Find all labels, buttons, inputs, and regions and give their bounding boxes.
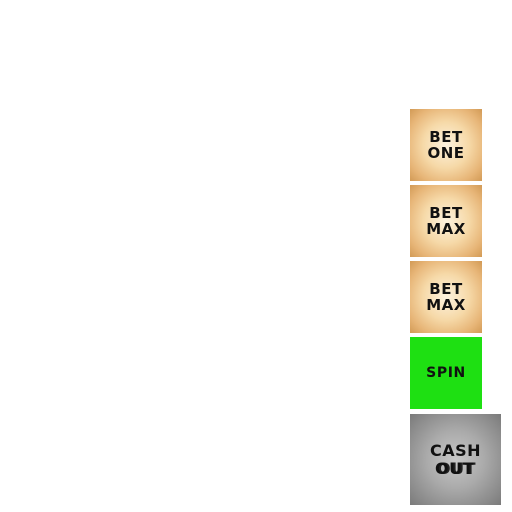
bet-max-secondary-label-line1: BET <box>429 280 463 298</box>
cash-out-button[interactable]: CASH OUT OUT <box>410 414 501 505</box>
bet-max-label-line1: BET <box>429 204 463 222</box>
bet-one-button[interactable]: BET ONE <box>410 109 482 181</box>
bet-max-button[interactable]: BET MAX <box>410 185 482 257</box>
bet-one-label-line2: ONE <box>427 144 465 162</box>
bet-one-label-line1: BET <box>429 128 463 146</box>
bet-max-label-line2: MAX <box>426 220 466 238</box>
cash-out-label-line2-a: OUT <box>434 458 475 478</box>
spin-label: SPIN <box>426 365 466 381</box>
cash-out-label-line1: CASH <box>429 440 482 460</box>
spin-button[interactable]: SPIN <box>410 337 482 409</box>
bet-max-secondary-label-line2: MAX <box>426 296 466 314</box>
bet-max-button-secondary[interactable]: BET MAX <box>410 261 482 333</box>
cash-out-label-line2-b: OUT <box>436 458 477 478</box>
